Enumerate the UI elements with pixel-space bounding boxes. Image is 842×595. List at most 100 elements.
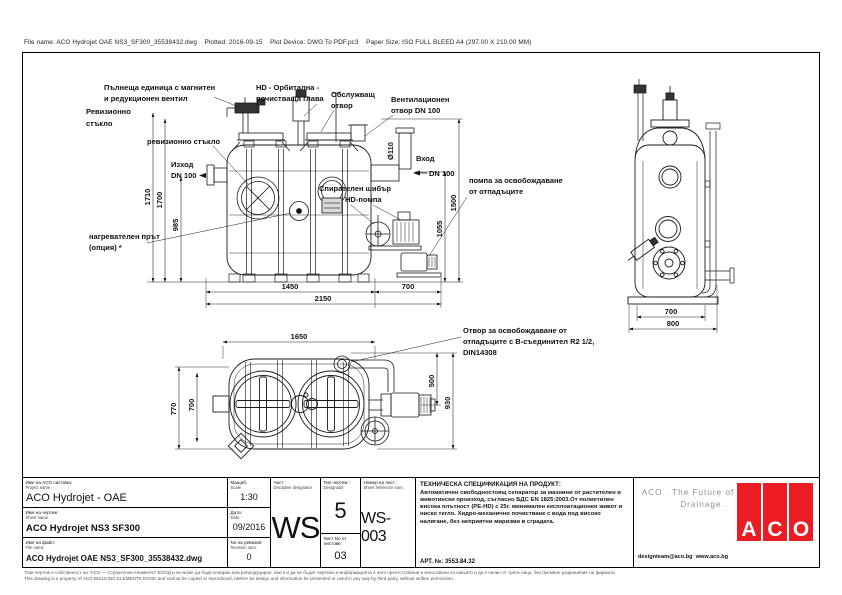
callout-orbital-head: HD - Орбитална - bbox=[256, 83, 320, 92]
plan-elbow-pipe bbox=[333, 355, 395, 392]
drawing-type-value: 5 bbox=[334, 498, 347, 524]
drawing-type-cell: Тип чертеж :Designator 5 bbox=[321, 478, 360, 534]
pipe-diameter-label: Ø110 bbox=[386, 142, 395, 160]
date-value: 09/2016 bbox=[232, 521, 266, 532]
dim-930-label: 930 bbox=[443, 397, 452, 410]
dim-700-label: 700 bbox=[402, 282, 415, 291]
side-bottom-flange bbox=[652, 246, 686, 280]
manhole-lids bbox=[231, 132, 359, 152]
front-callouts: Пълнеща единица с магнитен и редукционен… bbox=[86, 83, 563, 257]
sheet-caption-en: Sheet name bbox=[25, 514, 49, 520]
inlet-pipe bbox=[370, 127, 415, 182]
hd-pump bbox=[365, 211, 422, 251]
titleblock-meta-column: Мащаб:Scale 1:30 Дата:Date 09/2016 No на… bbox=[228, 478, 271, 567]
sheet-caption-bg: Име на чертеж: bbox=[25, 509, 59, 515]
project-name-value: ACO Hydrojet - OAE bbox=[26, 491, 127, 504]
svg-text:DN 100: DN 100 bbox=[171, 171, 196, 180]
logo-bar bbox=[789, 483, 813, 541]
date-cell: Дата:Date 09/2016 bbox=[228, 508, 270, 538]
dim-1650-label: 1650 bbox=[291, 332, 308, 341]
sheet-name-value: ACO Hydrojet NS3 SF300 bbox=[26, 522, 141, 534]
side-left-pipe bbox=[633, 79, 647, 141]
plan-corner-valve bbox=[227, 432, 255, 460]
svg-text:DIN14308: DIN14308 bbox=[463, 348, 497, 357]
tank-seams bbox=[229, 170, 369, 254]
plan-outlet-stub bbox=[212, 395, 230, 413]
dim-1710-label: 1710 bbox=[143, 189, 152, 206]
svg-text:почистваща глава: почистваща глава bbox=[256, 94, 324, 103]
revision-value: 0 bbox=[246, 551, 252, 562]
logo-bar bbox=[763, 483, 787, 541]
sight-glass-large bbox=[236, 176, 280, 220]
discipline-cell: Част :Discipline designator WS bbox=[271, 478, 321, 567]
callout-vent: Вентилационен bbox=[391, 95, 449, 104]
callout-outlet: Изход bbox=[171, 160, 194, 169]
disclaimer-en: This drawing is a property of ACO BUILDI… bbox=[24, 575, 455, 581]
callout-gate-valve: Спирателен шибър bbox=[319, 184, 391, 193]
file-name-cell: Име на файл:File name ACO Hydrojet OAE N… bbox=[23, 538, 227, 567]
sheet-name-cell: Име на чертеж:Sheet name ACO Hydrojet NS… bbox=[23, 508, 227, 538]
dim-1700-label: 1700 bbox=[155, 192, 164, 209]
svg-text:и редукционен вентил: и редукционен вентил bbox=[104, 94, 188, 103]
dim-770-label: 770 bbox=[169, 403, 178, 416]
plan-manhole-right bbox=[297, 370, 365, 438]
file-caption-en: File name bbox=[25, 544, 44, 550]
callout-heater-rod: нагревателен прът bbox=[89, 232, 160, 241]
orbital-cleaning-head bbox=[292, 89, 340, 145]
callout-waste-pump: помпа за освобождаване bbox=[469, 176, 563, 185]
dim-side-700-label: 700 bbox=[665, 307, 678, 316]
file-caption-bg: Име на файл: bbox=[25, 539, 56, 545]
svg-text:от отпадъците: от отпадъците bbox=[469, 187, 523, 196]
side-cleaning-head bbox=[662, 86, 678, 121]
outlet-flow-arrow bbox=[199, 173, 206, 178]
technical-drawing: 1710 1700 985 1055 1500 1450 700 2150 Ø1… bbox=[86, 79, 735, 460]
plot-file-info: File name: ACO Hydrojet OAE NS3_SF300_35… bbox=[24, 39, 532, 46]
sight-glass-small bbox=[317, 176, 347, 214]
file-name-value: ACO Hydrojet OAE NS3_SF300_35538432.dwg bbox=[26, 553, 203, 563]
svg-text:DN 100: DN 100 bbox=[429, 169, 454, 178]
filling-unit bbox=[226, 97, 266, 133]
project-caption-bg: Име на ACO система: bbox=[25, 479, 73, 485]
svg-text:стъкло: стъкло bbox=[86, 119, 113, 128]
titleblock-names-column: Име на ACO система:Project name ACO Hydr… bbox=[23, 478, 228, 567]
title-block: Име на ACO система:Project name ACO Hydr… bbox=[23, 477, 819, 567]
plan-view bbox=[212, 355, 436, 460]
plan-pump bbox=[360, 392, 436, 446]
dim-1500-label: 1500 bbox=[449, 195, 458, 212]
svg-text:HD-помпа: HD-помпа bbox=[345, 195, 382, 204]
waste-discharge-pump bbox=[396, 252, 442, 278]
svg-text:(опция) *: (опция) * bbox=[89, 243, 122, 252]
plan-ribs bbox=[245, 360, 349, 448]
callout-sight-glass-top: Ревизионно bbox=[86, 107, 131, 116]
spec-title: ТЕХНИЧЕСКА СПЕЦИФИКАЦИЯ НА ПРОДУКТ: bbox=[420, 480, 561, 488]
plan-dimensions bbox=[175, 340, 457, 450]
project-caption-en: Project name bbox=[25, 484, 51, 490]
spec-body: Автоматичен свободностоящ сепаратор за м… bbox=[420, 489, 623, 525]
scale-cell: Мащаб:Scale 1:30 bbox=[228, 478, 270, 508]
svg-text:отвор DN 100: отвор DN 100 bbox=[391, 106, 440, 115]
sheet-ref-value: WS-003 bbox=[361, 510, 391, 546]
dim-side-800-label: 800 bbox=[667, 319, 680, 328]
callout-sight-glass: ревизионно стъкло bbox=[147, 137, 220, 146]
drawing-sheet: 1710 1700 985 1055 1500 1450 700 2150 Ø1… bbox=[22, 52, 820, 568]
sheet-count-cell: Лист No от листове: 03 bbox=[321, 534, 360, 567]
revision-cell: No на ревизия:Revision num. 0 bbox=[228, 538, 270, 567]
project-name-cell: Име на ACO система:Project name ACO Hydr… bbox=[23, 478, 227, 508]
callout-filling-unit: Пълнеща единица с магнитен bbox=[104, 83, 215, 92]
outlet-flange bbox=[206, 164, 228, 186]
callout-service-opening: Обслужващ bbox=[331, 90, 375, 99]
heater-rod-port bbox=[289, 201, 309, 221]
tank-body bbox=[226, 144, 372, 276]
front-view bbox=[147, 89, 463, 283]
front-dimensions bbox=[151, 112, 463, 308]
svg-text:отпадъците с B-съединител R2 1: отпадъците с B-съединител R2 1/2, bbox=[463, 337, 594, 346]
side-view bbox=[627, 79, 735, 305]
disclaimer-bg: Този чертеж е собственост на "АСО — Стро… bbox=[24, 570, 616, 575]
side-drain-valve bbox=[627, 236, 659, 261]
side-vent-pipe bbox=[701, 122, 721, 298]
vent-opening bbox=[348, 124, 368, 142]
side-base bbox=[627, 296, 719, 305]
